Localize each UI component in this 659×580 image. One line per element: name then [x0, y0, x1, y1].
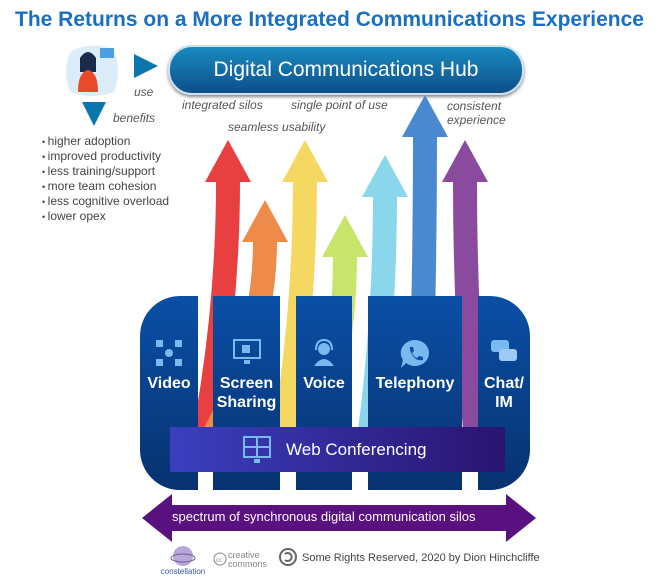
benefits-label: benefits	[113, 111, 156, 125]
silo-label: Voice	[303, 375, 345, 392]
benefits-list: higher adoption improved productivity le…	[42, 134, 169, 224]
silo-label: Chat/IM	[478, 374, 530, 412]
video-icon	[156, 340, 182, 366]
benefit-item: improved productivity	[42, 149, 169, 164]
label-line: IM	[495, 394, 513, 411]
copyright-text: Some Rights Reserved, 2020 by Dion Hinch…	[302, 552, 540, 564]
label-line: Sharing	[216, 394, 277, 411]
copyleft-icon	[279, 548, 297, 566]
integrated-silos-label: integrated silos	[182, 98, 263, 112]
benefit-item: more team cohesion	[42, 179, 169, 194]
svg-text:cc: cc	[216, 558, 222, 564]
spectrum-double-arrow	[142, 494, 536, 542]
silo-label: Telephony	[375, 375, 455, 392]
chat-bubbles-icon	[491, 340, 517, 361]
svg-text:commons: commons	[228, 559, 268, 569]
silo-label: Video	[147, 375, 191, 392]
label-line: experience	[447, 113, 506, 127]
arrow-yellow	[273, 140, 328, 430]
user-illustration	[66, 45, 118, 96]
benefit-item: less training/support	[42, 164, 169, 179]
seamless-usability-label: seamless usability	[228, 120, 326, 134]
use-arrow-icon	[134, 54, 158, 78]
phone-chat-icon	[400, 339, 429, 368]
svg-text:creative: creative	[228, 550, 260, 560]
benefit-item: higher adoption	[42, 134, 169, 149]
use-label: use	[134, 85, 154, 99]
web-conference-icon	[243, 436, 271, 463]
label-line: Screen	[219, 375, 274, 392]
constellation-logo: constellation	[161, 546, 205, 576]
arrow-purple	[442, 140, 488, 430]
single-point-label: single point of use	[291, 98, 388, 112]
benefits-arrow-icon	[82, 102, 106, 126]
label-line: consistent	[447, 99, 502, 113]
page-title: The Returns on a More Integrated Communi…	[15, 8, 644, 31]
svg-text:constellation: constellation	[161, 567, 205, 576]
screen-share-icon	[232, 339, 261, 364]
benefit-item: lower opex	[42, 209, 169, 224]
spectrum-label: spectrum of synchronous digital communic…	[172, 509, 476, 524]
digital-communications-hub: Digital Communications Hub	[168, 45, 524, 95]
headset-icon	[314, 338, 334, 366]
web-conferencing-bar: Web Conferencing	[170, 427, 505, 472]
benefit-item: less cognitive overload	[42, 194, 169, 209]
label-line: Chat/	[484, 375, 524, 392]
web-conferencing-label: Web Conferencing	[286, 440, 427, 459]
arrow-red	[193, 140, 251, 430]
